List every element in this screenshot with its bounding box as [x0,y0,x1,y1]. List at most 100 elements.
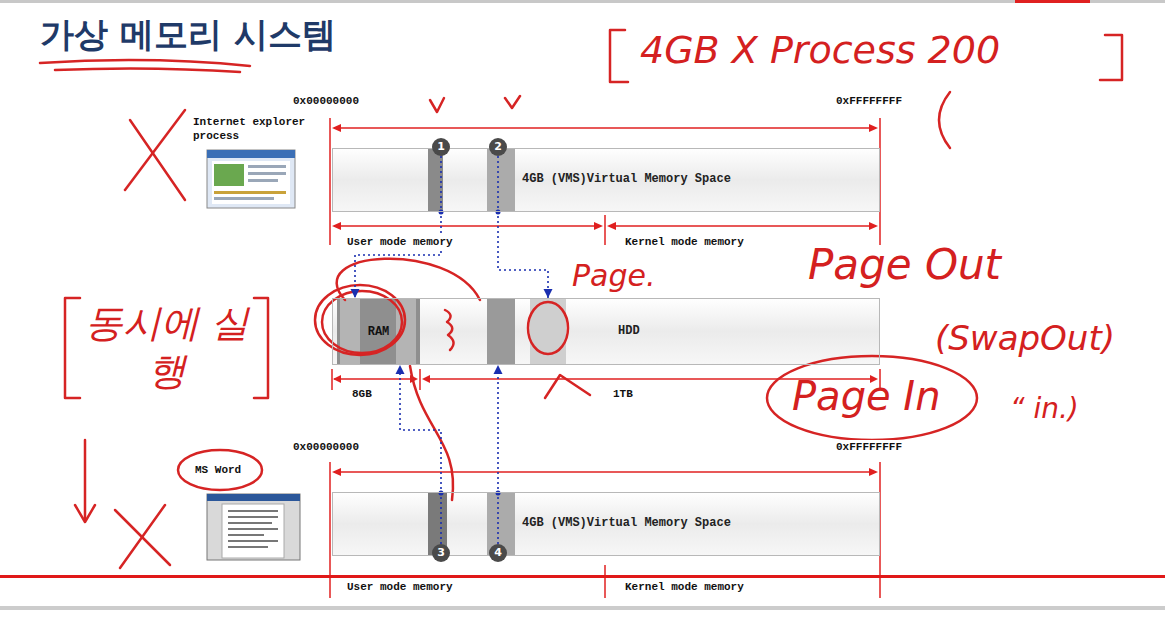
dimension-head [332,468,341,476]
dimension-head [607,222,616,230]
video-progress-bar [0,606,1165,610]
dimension-head [332,222,341,230]
circle-scribble [528,302,568,354]
check-scribble [430,98,444,112]
dimension-tick [604,565,606,598]
handwritten-note: (SwapOut) [935,318,1115,359]
hook-scribble [939,92,950,148]
arrow-head [396,365,405,374]
loop-scribble [410,366,453,500]
callout-number-text: 1 [437,141,445,153]
address-label: 0xFFFFFFFF [834,440,904,454]
caret-scribble [545,375,590,398]
browser-icon-line [248,172,286,175]
band-ground [332,148,880,212]
word-icon-line [228,528,278,530]
dimension-tick [419,369,421,390]
browser-icon-line [214,197,274,200]
dimension-line [609,225,876,227]
browser-icon [207,150,295,208]
callout-number-text: 4 [494,547,502,559]
circle-scribble [178,450,262,490]
page-mapping-arrow [396,365,444,544]
loop-scribble [337,259,480,300]
arrow-head [494,365,503,374]
dimension-head [332,124,341,132]
dimension-head [869,468,878,476]
arrow-scribble [84,440,87,520]
region-label: User mode memory [345,235,455,249]
dimension-head [869,124,878,132]
browser-icon-line [248,165,286,168]
cross-scribble [125,110,185,190]
virtual-memory-band: 4GB (VMS)Virtual Memory Space12 [332,148,880,212]
bracket-scribble [1100,35,1122,80]
title-underline [40,60,250,66]
page-block [487,298,515,365]
dimension-head [333,375,341,383]
dimension-line [334,471,876,473]
size-label: 8GB [350,387,374,401]
handwritten-note: Page In [792,372,941,420]
browser-icon-bar [207,150,295,158]
callout-number: 2 [489,138,507,156]
word-icon [207,494,300,560]
band-label: 4GB (VMS)Virtual Memory Space [522,516,731,530]
page-block [487,148,515,212]
connector-dot [439,210,444,215]
word-icon-line [228,522,272,524]
title-underline [55,68,240,72]
address-label: 0x00000000 [291,440,361,454]
handwritten-note: Page. [572,258,656,294]
band-ground [332,492,880,556]
dimension-line [334,127,876,129]
dimension-tick [604,215,606,245]
word-icon-page [222,504,284,558]
top-strip-mark [1015,0,1090,3]
word-icon-line [228,534,264,536]
dimension-line [334,378,416,380]
word-icon-line [228,516,278,518]
wave-scribble [445,310,454,350]
bracket-scribble [610,30,628,82]
dimension-head [869,222,878,230]
address-label: 0xFFFFFFFF [834,94,904,108]
band-label: HDD [618,324,640,338]
browser-icon-line [248,179,278,182]
size-label: 1TB [611,387,635,401]
band-label: 4GB (VMS)Virtual Memory Space [522,172,731,186]
callout-number: 4 [489,544,507,562]
dotted-connector [355,156,441,298]
ram-region: RAM [337,298,420,365]
dimension-tick [329,118,331,245]
arrow-head [544,289,553,298]
page-mapping-arrow [351,156,444,298]
address-label: 0x00000000 [291,94,361,108]
word-icon-line [228,510,278,512]
region-label: Kernel mode memory [623,235,746,249]
handwritten-note: Page Out [808,240,1001,290]
callout-number-text: 3 [437,547,445,559]
callout-number: 1 [432,138,450,156]
word-icon-bar [207,494,300,501]
word-icon-line [228,540,278,542]
handwritten-note: 4GB X Process 200 [640,28,1000,74]
handwritten-note: “ in.) [1010,392,1079,426]
browser-icon-image [214,164,244,186]
circle-scribble [315,285,405,355]
page-mapping-arrow [494,365,503,544]
process-name: Internet explorer process [191,115,320,143]
bracket-scribble [65,298,80,398]
top-strip [0,0,1165,3]
red-rule [0,575,1165,578]
circle-scribble [322,291,402,353]
cross-scribble [130,120,185,200]
word-icon-line [228,546,268,548]
callout-number-text: 2 [494,141,502,153]
check-scribble [505,96,520,108]
band-ground [332,298,880,365]
dimension-tick [331,369,333,390]
title-heading: 가상 메모리 시스템 [40,12,336,58]
dimension-line [334,225,601,227]
